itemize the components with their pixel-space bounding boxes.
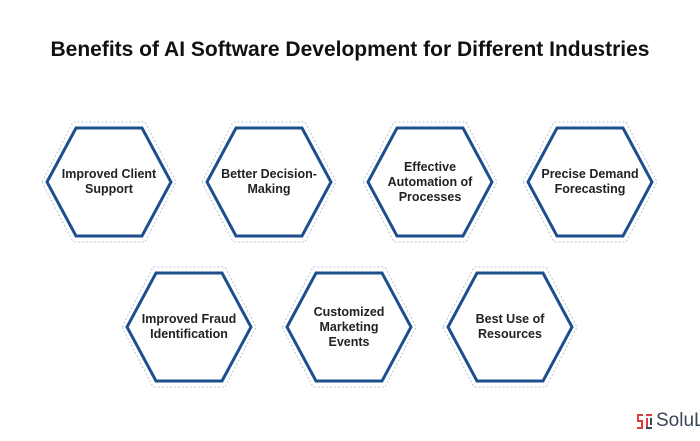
benefit-hexagon: Customized Marketing Events <box>284 272 414 382</box>
benefit-hexagon: Best Use of Resources <box>445 272 575 382</box>
hexagon-shape <box>526 126 654 238</box>
solulab-logo-icon <box>637 413 652 429</box>
benefit-hexagon: Precise Demand Forecasting <box>525 127 655 237</box>
benefit-label: Effective Automation of Processes <box>387 159 473 204</box>
hexagon-shape <box>125 271 253 383</box>
benefit-label: Better Decision-Making <box>221 167 317 196</box>
hexagon-shape <box>285 271 413 383</box>
hexagon-shape <box>366 126 494 238</box>
benefit-label: Improved Client Support <box>61 167 157 196</box>
logo-text: SoluL <box>656 410 700 431</box>
benefit-hexagon: Improved Client Support <box>44 127 174 237</box>
brand-logo: SoluL <box>637 410 700 432</box>
benefit-hexagon: Improved Fraud Identification <box>124 272 254 382</box>
hexagon-shape <box>446 271 574 383</box>
benefit-label: Customized Marketing Events <box>313 304 385 349</box>
benefit-hexagon: Better Decision-Making <box>204 127 334 237</box>
benefit-label: Improved Fraud Identification <box>141 312 237 341</box>
hexagon-shape <box>205 126 333 238</box>
page-title: Benefits of AI Software Development for … <box>50 38 650 61</box>
benefit-label: Best Use of Resources <box>475 312 545 341</box>
benefit-label: Precise Demand Forecasting <box>541 167 639 196</box>
benefit-hexagon: Effective Automation of Processes <box>365 127 495 237</box>
hexagon-shape <box>45 126 173 238</box>
